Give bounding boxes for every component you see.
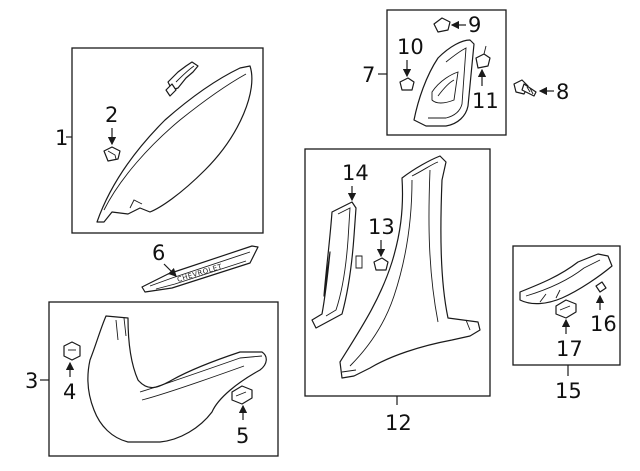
callout-7: 7 (362, 63, 375, 87)
clip-part-2 (103, 146, 121, 162)
b-pillar-trim-part (339, 155, 481, 379)
bracket-part-17 (555, 299, 577, 319)
callout-13: 13 (368, 215, 395, 239)
lower-b-pillar-trim-part-14 (311, 201, 363, 329)
callout-6: 6 (152, 241, 165, 265)
callout-9: 9 (468, 13, 481, 37)
group-box-1 (71, 47, 264, 234)
clip-part-9 (433, 17, 451, 33)
group-box-15 (512, 245, 621, 366)
kick-panel-part (87, 315, 267, 443)
callout-1: 1 (55, 126, 68, 150)
clip-part-11 (475, 45, 491, 69)
callout-5: 5 (236, 424, 249, 448)
a-pillar-trim-part (96, 61, 253, 223)
callout-17: 17 (556, 337, 583, 361)
group-box-3 (48, 301, 279, 457)
callout-16: 16 (590, 312, 617, 336)
callout-4: 4 (63, 380, 76, 404)
bolt-part-8 (513, 79, 537, 97)
clip-part-4 (63, 341, 81, 361)
bracket-part-5 (231, 385, 253, 405)
group-box-7 (386, 9, 507, 136)
callout-10: 10 (397, 35, 424, 59)
clip-part-16 (595, 281, 607, 293)
rear-trim-part (519, 253, 613, 305)
callout-14: 14 (342, 161, 369, 185)
callout-2: 2 (105, 103, 118, 127)
callout-15: 15 (555, 379, 582, 403)
callout-12: 12 (385, 411, 412, 435)
callout-8: 8 (556, 80, 569, 104)
callout-11: 11 (472, 89, 499, 113)
clip-part-10 (399, 77, 415, 91)
upper-trim-panel-part (413, 39, 475, 127)
leader-6 (163, 263, 177, 277)
clip-part-13 (373, 257, 389, 271)
callout-3: 3 (25, 369, 38, 393)
